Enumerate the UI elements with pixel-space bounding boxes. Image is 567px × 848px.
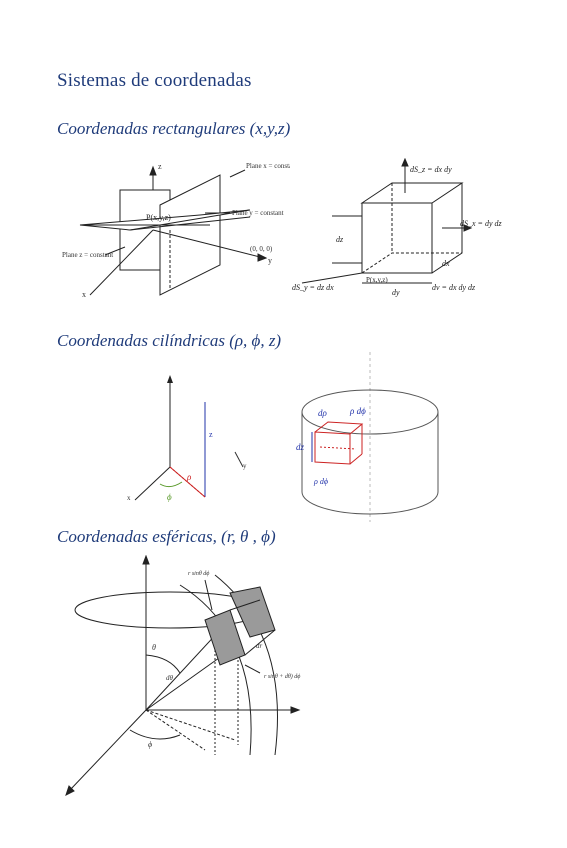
- cyl-phi-label: ϕ: [167, 492, 172, 502]
- dz-label: dz: [336, 235, 344, 244]
- rectangular-cube-figure: dS_z = dx dy dS_x = dy dz dS_y = dz dx d…: [292, 158, 503, 297]
- section-title-spherical: Coordenadas esféricas, (r, θ , ϕ): [57, 527, 276, 546]
- sph-top-label: r sinθ dϕ: [188, 571, 209, 577]
- section-title-cylindrical: Coordenadas cilíndricas (ρ, ϕ, z): [57, 331, 282, 350]
- rectangular-planes-figure: P(x,y,z) Plane x = constant Plane y = co…: [62, 162, 290, 299]
- page-title: Sistemas de coordenadas: [57, 70, 252, 91]
- sph-dtheta-label: dθ: [166, 674, 174, 682]
- cyl-rho-label: ρ: [186, 472, 192, 482]
- axis-x-label: x: [82, 290, 86, 299]
- axis-y-label: y: [268, 256, 272, 265]
- sph-dr-label: dr: [256, 642, 263, 650]
- sph-phi-label: ϕ: [148, 740, 152, 749]
- dv-label: dv = dx dy dz: [432, 283, 476, 292]
- section-title-rectangular: Coordenadas rectangulares (x,y,z): [57, 119, 291, 138]
- dsz-label: dS_z = dx dy: [410, 165, 452, 174]
- cyl-dz-label: dz: [296, 442, 305, 452]
- cylindrical-axes-figure: z ρ ϕ x y: [127, 375, 247, 502]
- origin-label: (0, 0, 0): [250, 245, 273, 253]
- dsx-label: dS_x = dy dz: [460, 219, 503, 228]
- spherical-figure: r sinθ dϕ r sinθ + dθ) dϕ θ ϕ dθ dr: [65, 555, 301, 796]
- dsy-label: dS_y = dz dx: [292, 283, 334, 292]
- dy-label: dy: [392, 288, 400, 297]
- plane-y-label: Plane y = constant: [232, 209, 284, 217]
- cyl-x-label: x: [127, 494, 131, 502]
- cyl-rhodphi-top-label: ρ dϕ: [349, 406, 366, 416]
- dx-label: dx: [442, 259, 450, 268]
- cyl-z-label: z: [209, 430, 213, 439]
- sph-right-label: r sinθ + dθ) dϕ: [264, 673, 300, 680]
- axis-z-label: z: [158, 162, 162, 171]
- cyl-y-label: y: [243, 462, 247, 470]
- plane-x-label: Plane x = constant: [246, 162, 290, 170]
- cube-point-label: P(x,y,z): [366, 276, 388, 284]
- cyl-drho-label: dρ: [318, 408, 328, 418]
- sph-theta-label: θ: [152, 643, 156, 652]
- cylindrical-element-figure: dρ ρ dϕ dz ρ dϕ: [296, 352, 439, 522]
- plane-z-label: Plane z = constant: [62, 251, 113, 259]
- cyl-rhodphi-bottom-label: ρ dϕ: [313, 477, 328, 486]
- point-label: P(x,y,z): [146, 213, 171, 222]
